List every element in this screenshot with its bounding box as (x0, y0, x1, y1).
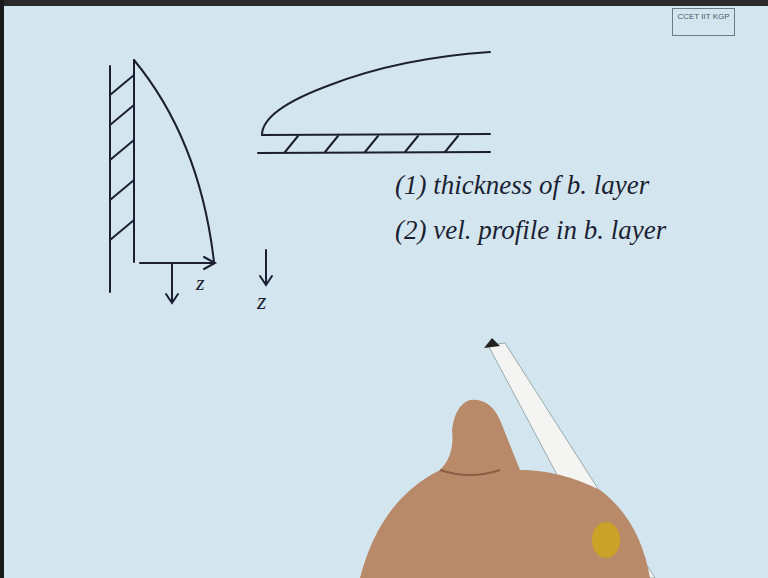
watermark-box: CCET IIT KGP (672, 8, 735, 36)
hand-with-pen (360, 338, 655, 578)
note-text: (1) thickness of b. layer (395, 170, 649, 201)
wall-sketch (110, 60, 215, 303)
axis-label: z (196, 270, 205, 296)
watermark-text: CCET IIT KGP (677, 12, 730, 22)
left-edge (0, 0, 4, 578)
note-text: (2) vel. profile in b. layer (395, 215, 666, 246)
plate-sketch (258, 52, 490, 285)
axis-label: z (257, 288, 266, 315)
top-edge (0, 0, 768, 6)
